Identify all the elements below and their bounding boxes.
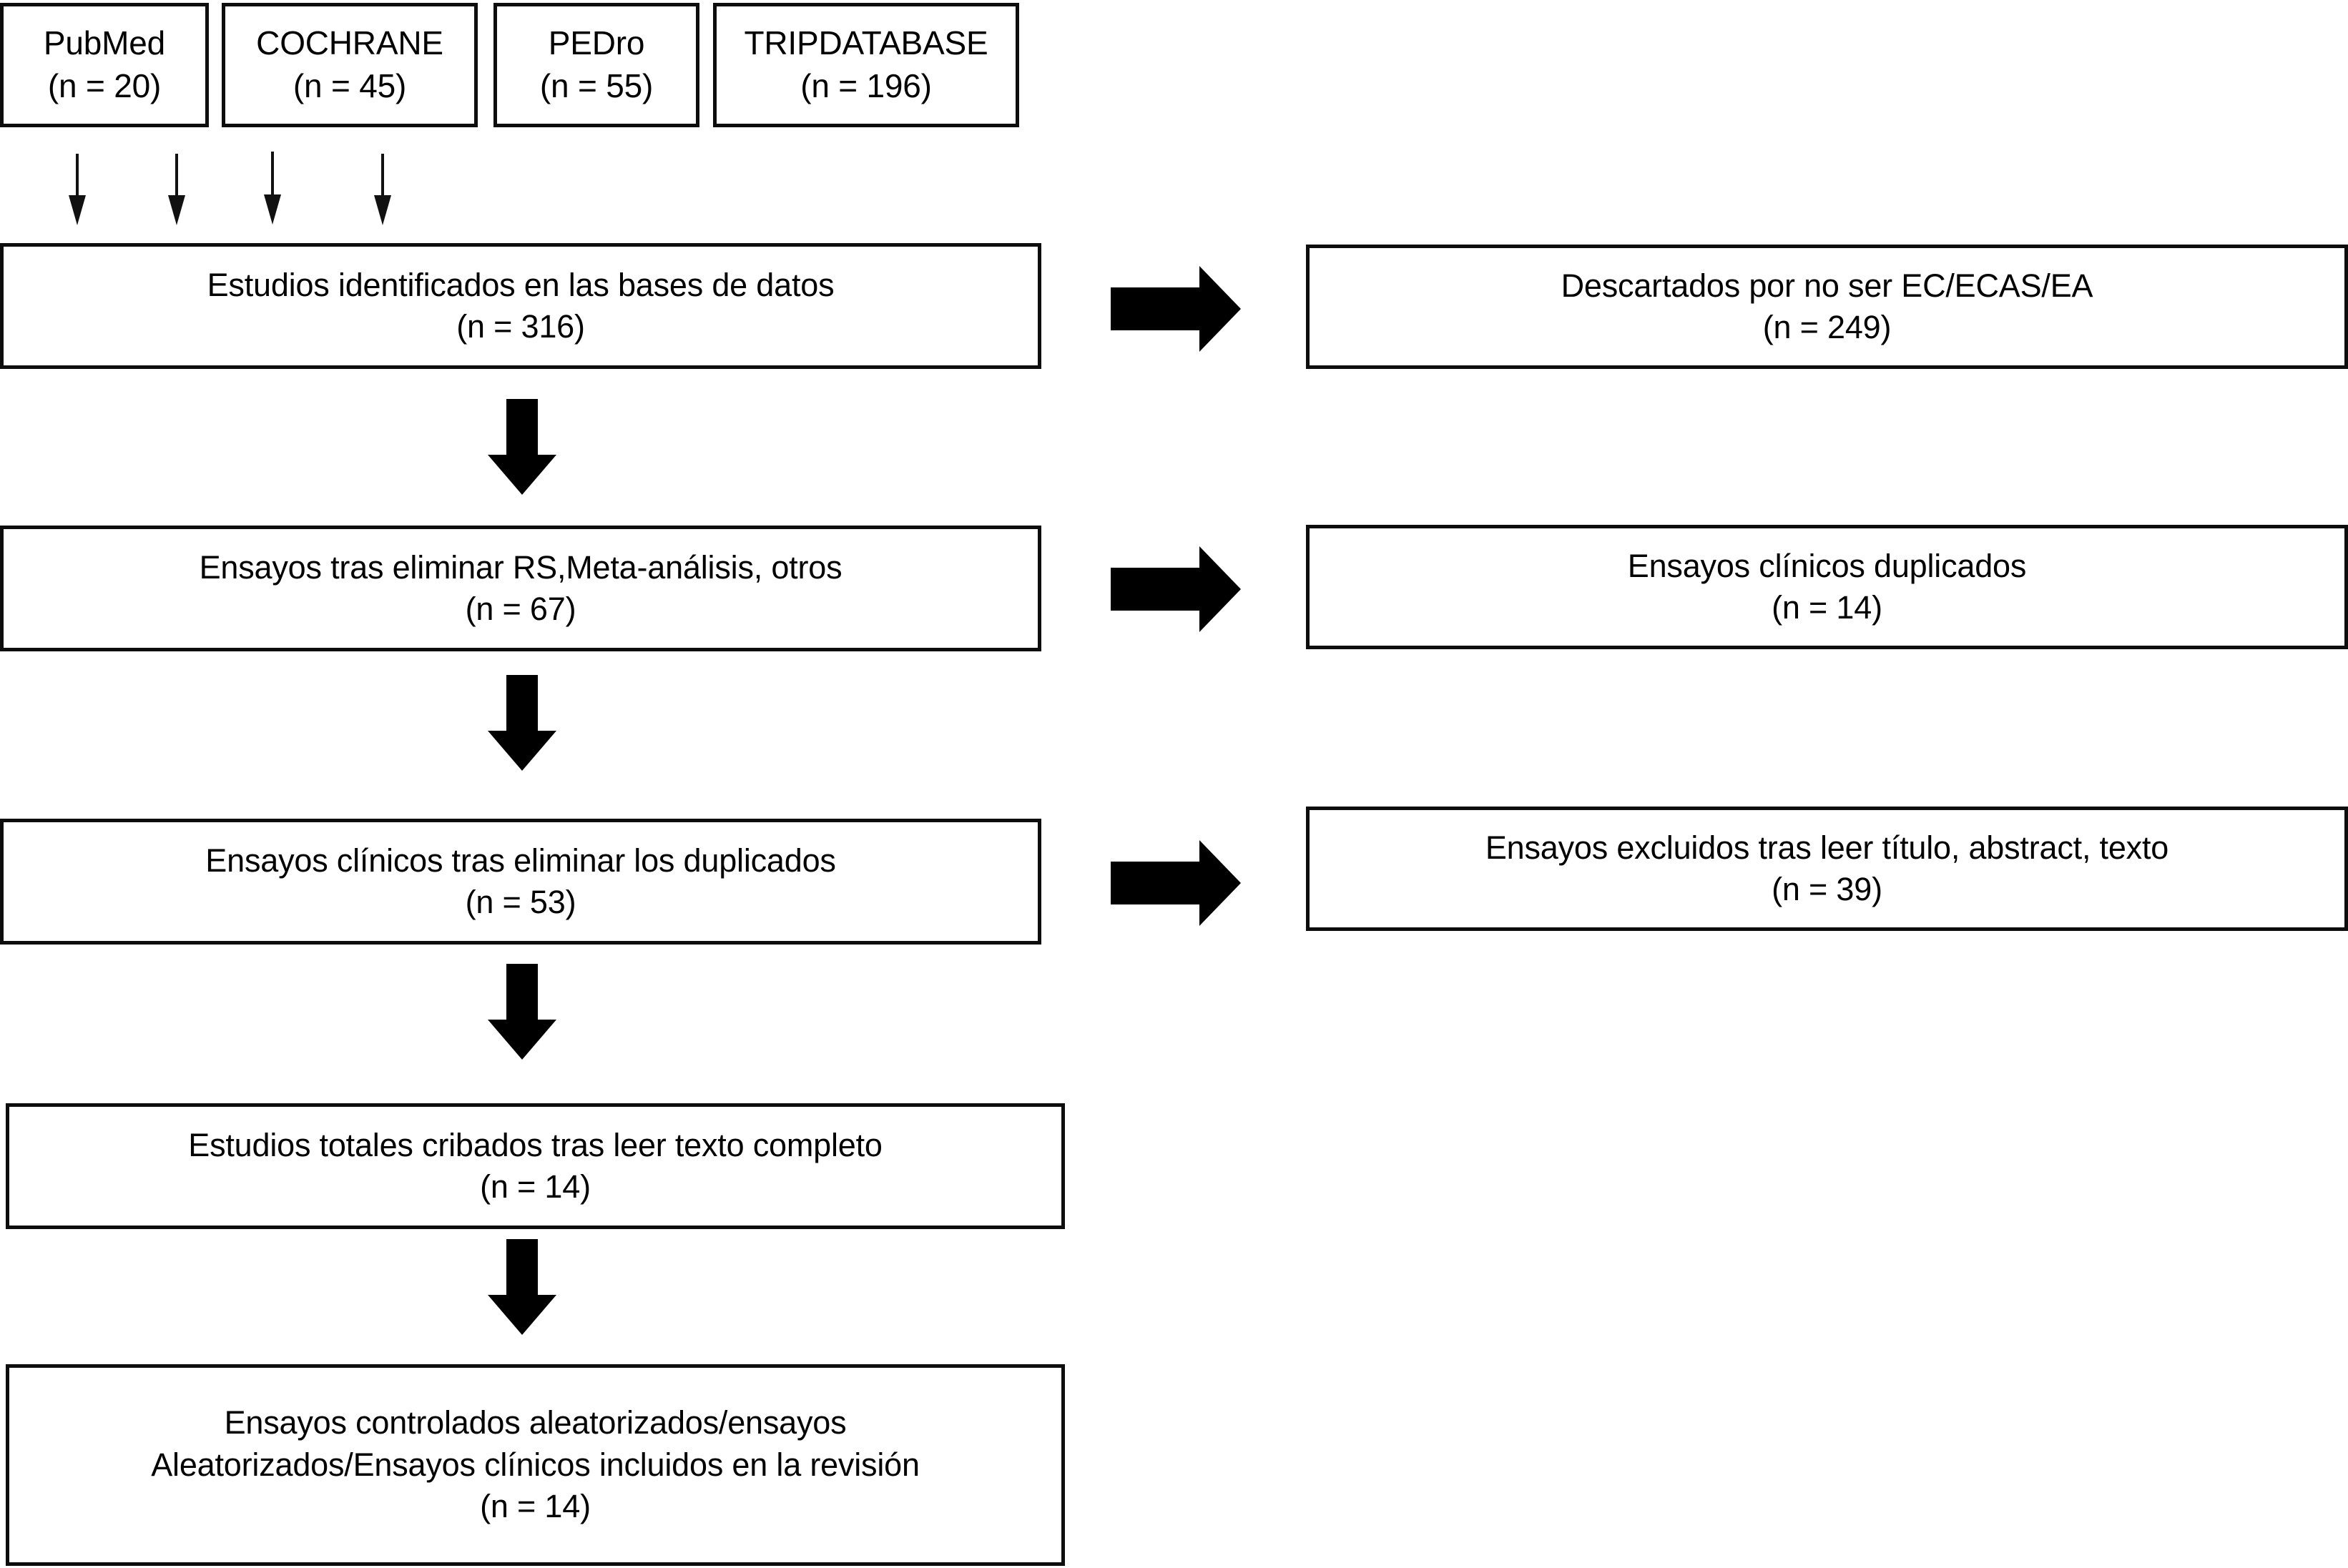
source-name: COCHRANE (256, 24, 443, 62)
flow-count: (n = 14) (480, 1168, 591, 1205)
flow-text: Estudios identificados en las bases de d… (207, 266, 835, 303)
flow-arrow-1 (488, 399, 556, 495)
flow-box-included-studies: Ensayos controlados aleatorizados/ensayo… (6, 1364, 1065, 1566)
exclusion-count: (n = 249) (1762, 309, 1892, 345)
flow-text: Estudios totales cribados tras leer text… (188, 1126, 883, 1163)
source-box-cochrane: COCHRANE (n = 45) (222, 3, 478, 127)
exclusion-text: Descartados por no ser EC/ECAS/EA (1561, 267, 2093, 304)
flow-text: Ensayos tras eliminar RS,Meta-análisis, … (199, 548, 843, 586)
flow-box-screened-full-text: Estudios totales cribados tras leer text… (6, 1103, 1065, 1229)
flow-count: (n = 316) (456, 308, 585, 345)
connector-arrow-tripdatabase (372, 154, 393, 225)
flow-count: (n = 67) (465, 591, 576, 627)
flow-count: (n = 53) (465, 884, 576, 920)
exclusion-box-not-ec: Descartados por no ser EC/ECAS/EA (n = 2… (1306, 245, 2348, 369)
flow-text-line-1: Ensayos controlados aleatorizados/ensayo… (224, 1404, 847, 1441)
exclusion-box-excluded-after-reading: Ensayos excluidos tras leer título, abst… (1306, 807, 2348, 931)
exclusion-box-duplicates: Ensayos clínicos duplicados (n = 14) (1306, 525, 2348, 649)
connector-arrow-pedro (262, 152, 283, 225)
source-name: PubMed (43, 24, 166, 62)
flow-text: Ensayos clínicos tras eliminar los dupli… (205, 842, 836, 879)
exclusion-arrow-1 (1111, 266, 1241, 352)
flow-box-after-duplicates-removed: Ensayos clínicos tras eliminar los dupli… (0, 819, 1041, 945)
exclusion-text: Ensayos excluidos tras leer título, abst… (1485, 829, 2169, 866)
exclusion-arrow-3 (1111, 840, 1241, 926)
source-count: (n = 55) (539, 67, 654, 104)
source-name: TRIPDATABASE (744, 24, 988, 62)
source-name: PEDro (548, 24, 645, 62)
flow-box-after-removing-rs: Ensayos tras eliminar RS,Meta-análisis, … (0, 526, 1041, 651)
connector-arrow-cochrane (166, 154, 187, 225)
source-box-pedro: PEDro (n = 55) (493, 3, 699, 127)
flow-box-identified: Estudios identificados en las bases de d… (0, 243, 1041, 369)
source-count: (n = 196) (800, 67, 932, 104)
flow-arrow-3 (488, 964, 556, 1060)
source-count: (n = 45) (293, 67, 407, 104)
flow-arrow-2 (488, 675, 556, 771)
flow-text-line-2: Aleatorizados/Ensayos clínicos incluidos… (151, 1446, 920, 1483)
exclusion-arrow-2 (1111, 546, 1241, 632)
exclusion-count: (n = 14) (1772, 589, 1882, 626)
flow-arrow-4 (488, 1239, 556, 1335)
source-count: (n = 20) (47, 67, 162, 104)
exclusion-count: (n = 39) (1772, 871, 1882, 907)
source-box-pubmed: PubMed (n = 20) (0, 3, 209, 127)
source-box-tripdatabase: TRIPDATABASE (n = 196) (713, 3, 1019, 127)
flow-count: (n = 14) (480, 1488, 591, 1525)
connector-arrow-pubmed (67, 154, 88, 225)
exclusion-text: Ensayos clínicos duplicados (1627, 547, 2027, 584)
